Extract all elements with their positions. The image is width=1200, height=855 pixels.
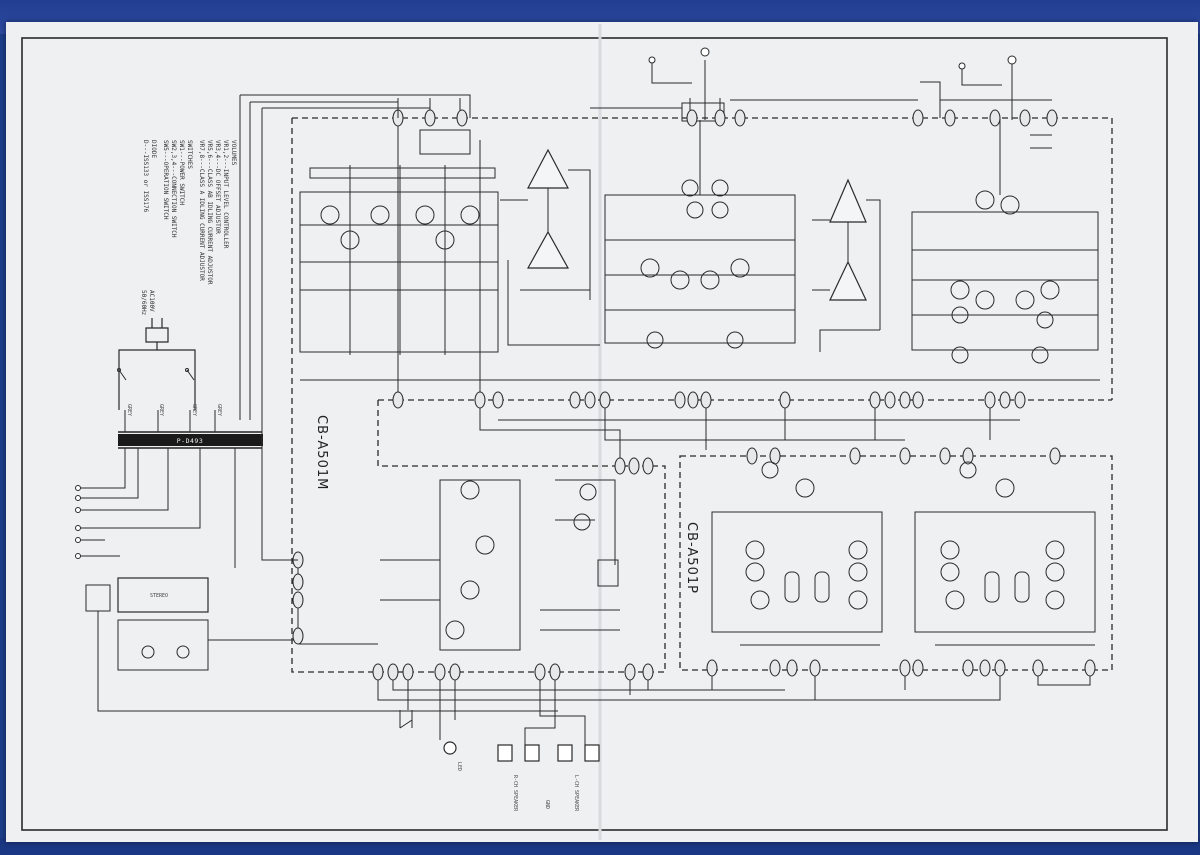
fuse-block <box>85 584 111 612</box>
tap-label-3: GREY <box>191 404 197 416</box>
tap-label-2: GREY <box>158 404 164 416</box>
sw1-switch-icon <box>399 710 413 729</box>
input-wiring <box>80 487 120 557</box>
top-jacks <box>648 47 1017 70</box>
legend-line-5: VR7,8---CLASS A IDLING CURRENT ADJUSTOR <box>198 140 205 281</box>
legend-line-3: VR3,4---DC OFFSET ADJUSTOR <box>214 140 221 234</box>
ac-voltage: AC100V <box>148 290 155 312</box>
bus-wiring <box>239 94 1100 750</box>
blue-backdrop-bottom <box>0 838 1200 855</box>
led-icon <box>443 741 457 755</box>
lower-left-wiring <box>97 611 558 712</box>
op-amp-wiring <box>500 169 881 352</box>
speaker-terminals <box>497 744 600 762</box>
tap-label-4: GREY <box>216 404 222 416</box>
legend-line-9: SW5---OPERATION SWITCH <box>162 140 169 220</box>
gnd-label: GND <box>544 800 550 809</box>
ac-note: AC100V 50/60Hz <box>140 290 155 316</box>
op-amp-icons <box>526 148 867 301</box>
legend-line-4: VR5,6---CLASS AB IDLING CURRENT ADJUSTOR <box>206 140 213 285</box>
protection-circuit <box>380 479 620 651</box>
power-board-outline <box>679 455 1113 671</box>
legend-line-2: VR1,2---INPUT LEVEL CONTROLLER <box>222 140 229 249</box>
legend-block: VOLUMES VR1,2---INPUT LEVEL CONTROLLER V… <box>142 140 237 285</box>
output-stage-right <box>914 461 1096 646</box>
speaker-r-label: R-CH SPEAKER <box>512 775 518 812</box>
amp-stage-upper-left <box>299 98 499 355</box>
amp-stage-upper-middle <box>604 60 796 349</box>
ac-frequency: 50/60Hz <box>140 290 147 316</box>
main-board-label: CB-A501M <box>314 415 329 490</box>
legend-line-8: SW2,3,4---CONNECTION SWITCH <box>170 140 177 238</box>
legend-line-6: SWITCHES <box>186 140 193 169</box>
amp-stage-upper-right <box>911 118 1099 364</box>
power-board-label: CB-A501P <box>684 522 699 594</box>
output-stage-left <box>711 461 883 646</box>
stereo-switch-block <box>117 577 209 613</box>
tap-label-1: GREY <box>126 404 132 416</box>
schematic-frame <box>21 37 1168 831</box>
top-jack-wiring <box>651 63 1013 120</box>
input-terminals <box>75 485 81 559</box>
legend-line-10: DIODE <box>150 140 157 158</box>
legend-line-7: SW1---POWER SWITCH <box>178 140 185 205</box>
speaker-l-label: L-CH SPEAKER <box>573 775 579 812</box>
transformer: P-D493 <box>105 410 263 568</box>
legend-line-11: D---ISS133 or ISS176 <box>142 140 149 213</box>
power-switch-icon <box>117 368 195 381</box>
transformer-label: P-D493 <box>177 437 203 445</box>
ac-plug-icon <box>118 318 196 410</box>
led-label: LED <box>456 762 462 771</box>
stereo-label: STEREO <box>150 593 168 599</box>
legend-line-1: VOLUMES <box>230 140 237 166</box>
